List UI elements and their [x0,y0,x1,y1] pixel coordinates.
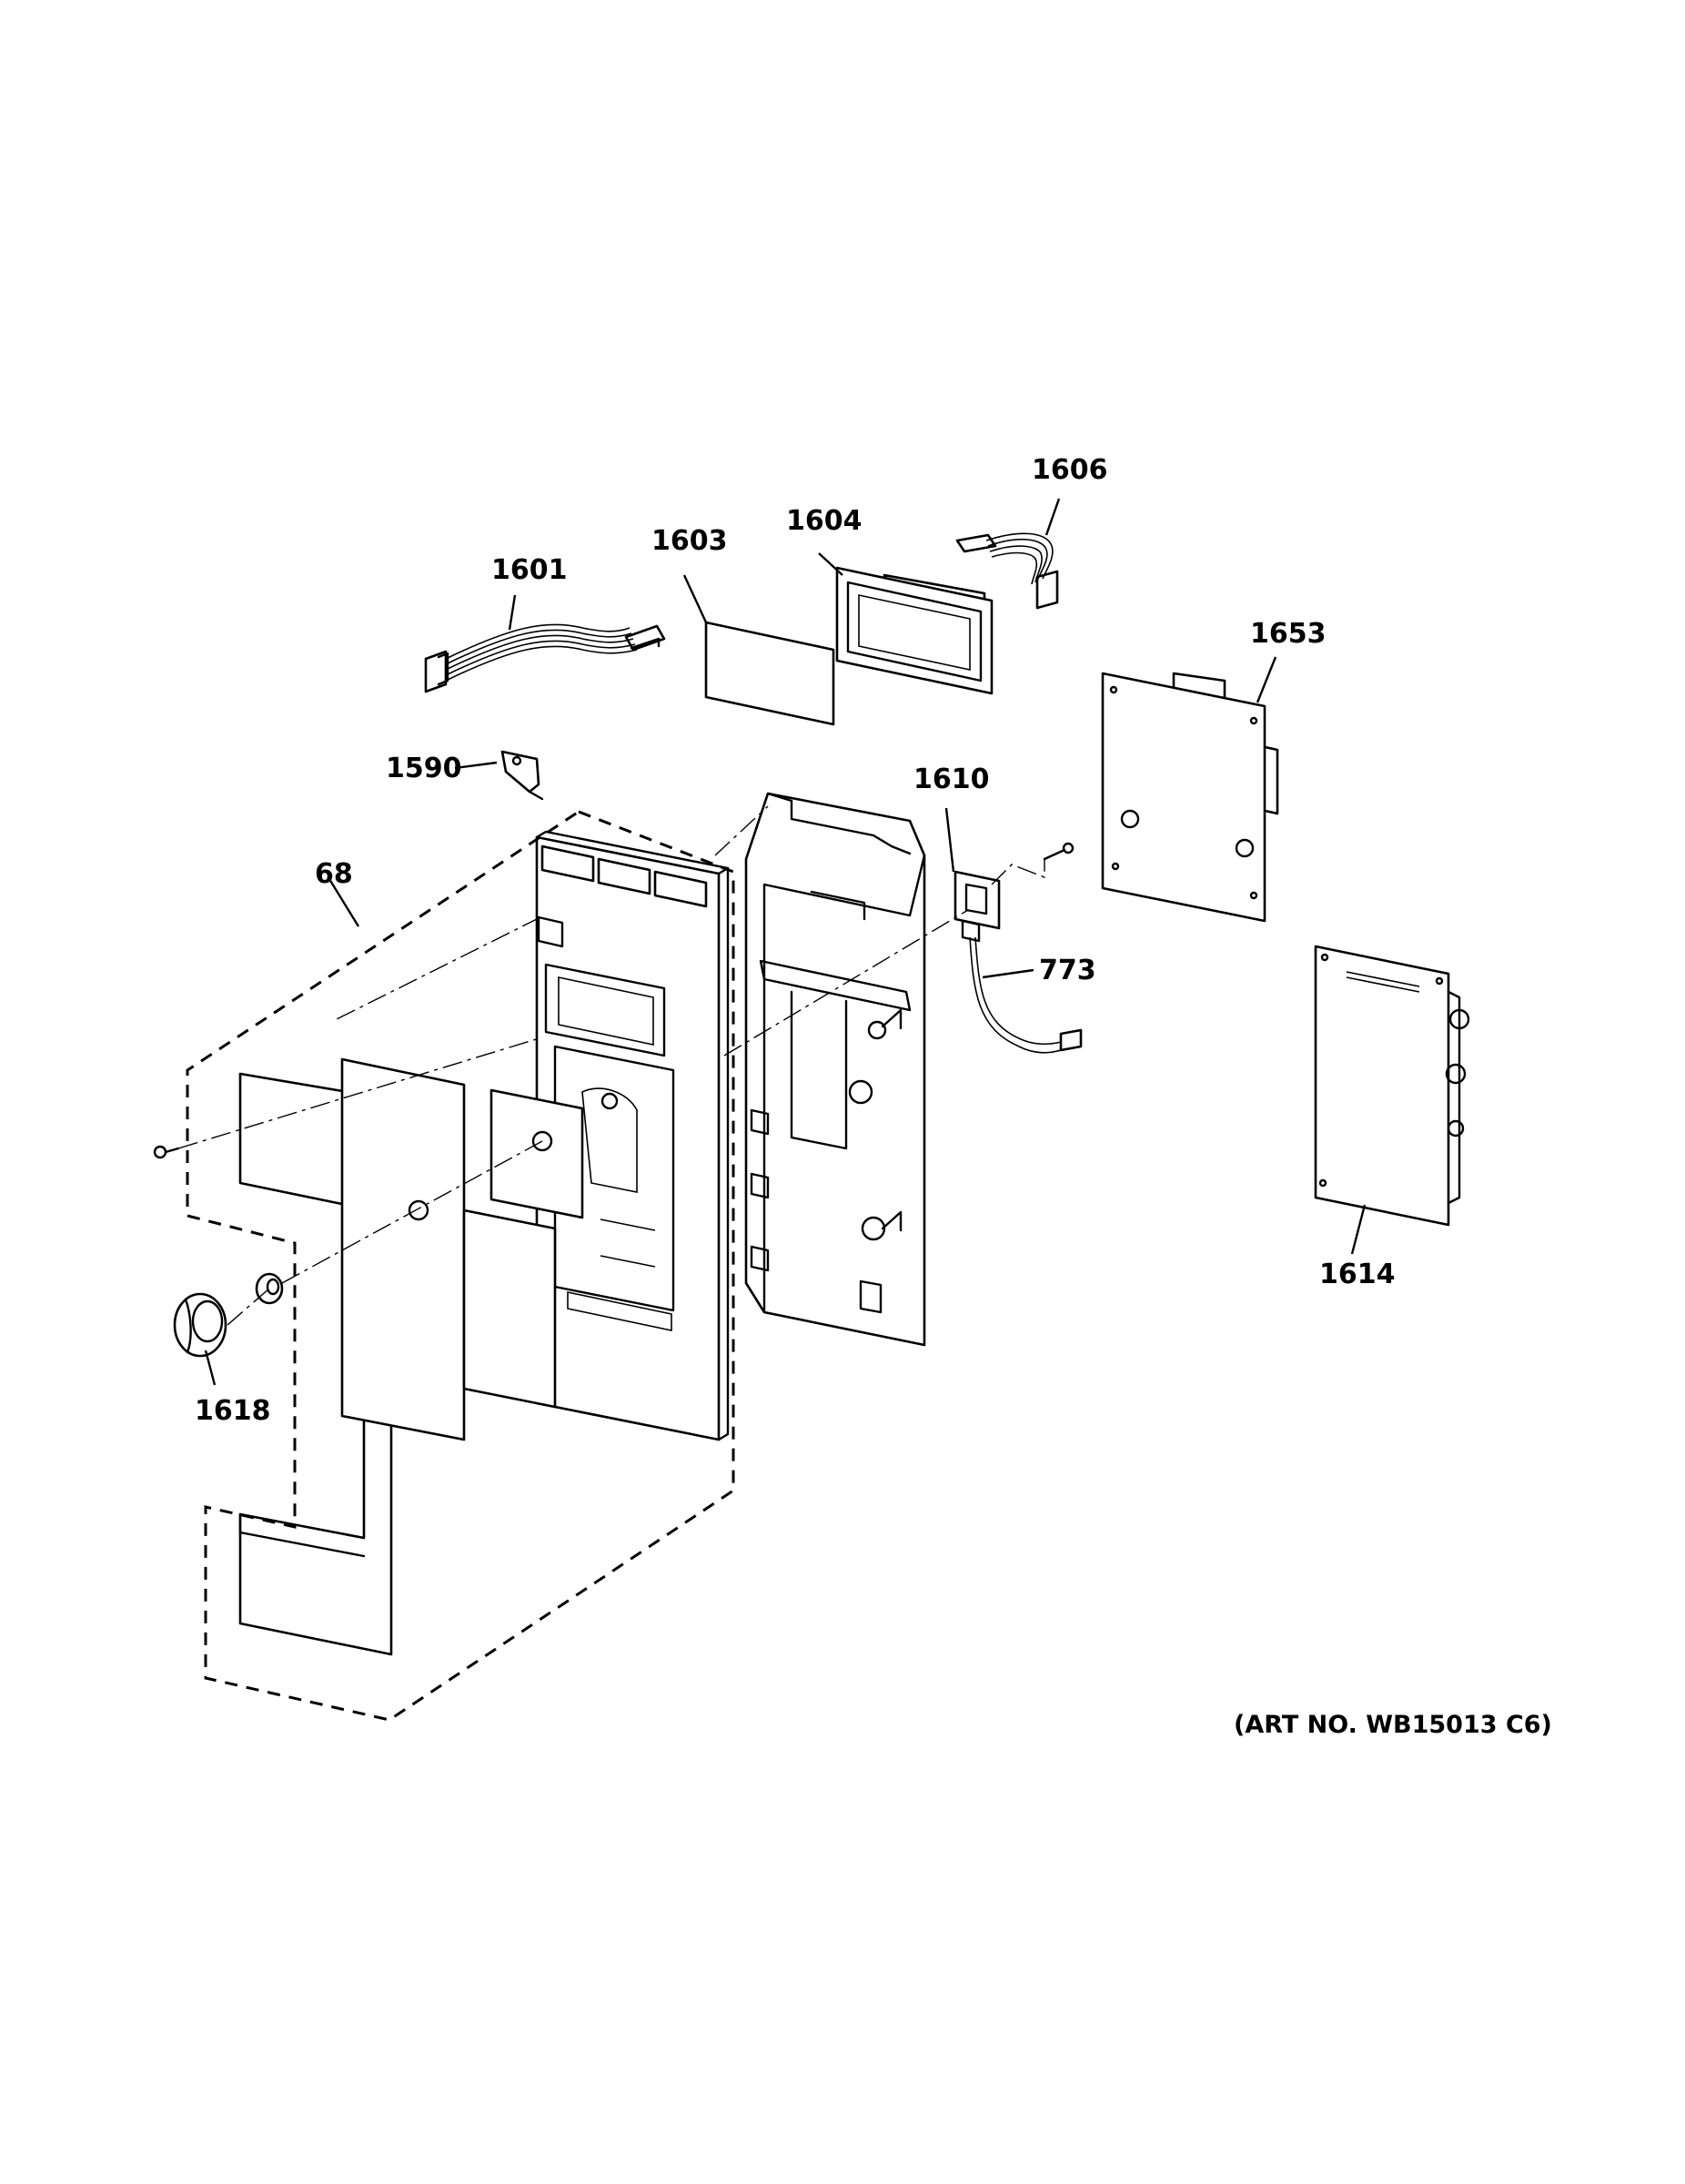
control-board-1653 [1101,672,1279,923]
callout-1606: 1606 [1032,454,1108,486]
screw-left [153,1145,180,1159]
callout-773: 773 [1039,955,1096,986]
callout-1590: 1590 [386,753,462,784]
callout-1653: 1653 [1250,618,1327,650]
callout-1614: 1614 [1319,1259,1396,1290]
wire-harness-1606 [955,532,1059,610]
callout-68: 68 [315,858,353,890]
overlay-panel-small-upper [489,1088,584,1219]
mounting-bracket [744,792,926,1347]
callout-1604: 1604 [786,505,863,537]
callout-1618: 1618 [195,1395,271,1427]
callout-1610: 1610 [913,763,990,795]
overlay-panel-small-lower [462,1208,557,1409]
assembly-line-3 [227,1288,270,1326]
knob-bushing [255,1272,284,1305]
wire-harness-773 [969,936,1083,1054]
wire-harness-1601 [424,623,666,693]
board-1614 [1314,945,1470,1227]
display-module-1604 [835,566,994,695]
assembly-line-4 [336,916,541,1020]
art-number: (ART NO. WB15013 C6) [1234,1711,1552,1739]
overlay-panel-mid [340,1057,466,1441]
assembly-line-6 [723,909,969,1057]
assembly-line-1 [177,1036,543,1149]
assembly-68-boundary [186,810,735,1722]
leader-lines [204,498,1367,1386]
screw [1043,842,1075,861]
knob-1618 [173,1292,227,1358]
callout-1601: 1601 [491,554,568,586]
pad-1603 [704,621,835,726]
switch-1610 [953,870,1001,943]
assembly-line-2 [281,1140,543,1284]
assembly-line-5 [714,805,769,856]
callout-1603: 1603 [651,525,728,557]
bracket-1590 [500,750,544,801]
front-housing [535,830,730,1441]
assembly-line-7 [991,859,1045,885]
